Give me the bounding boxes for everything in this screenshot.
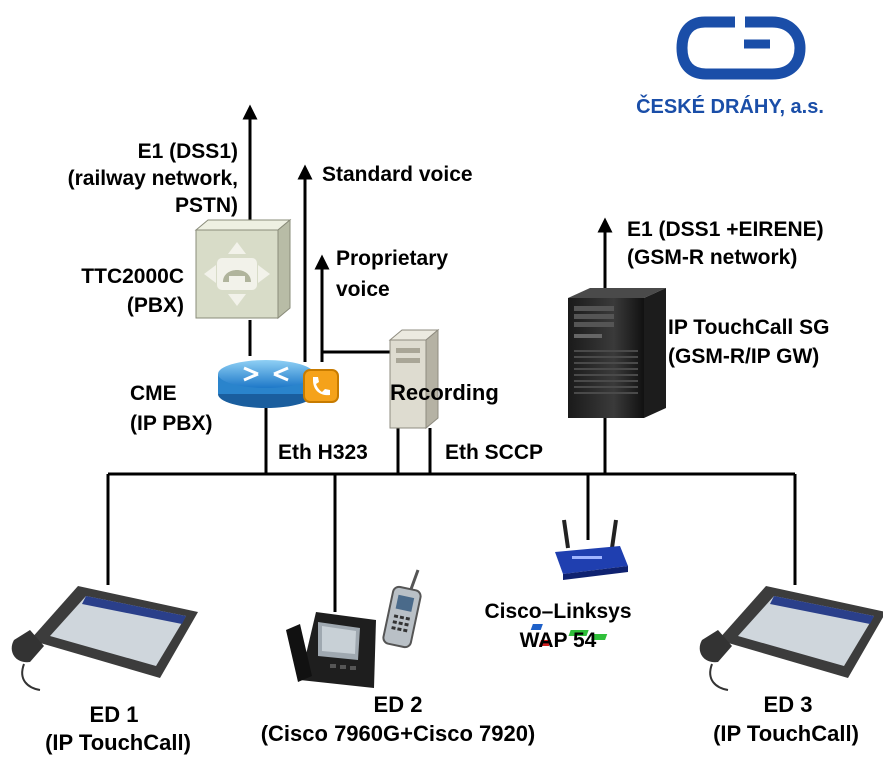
cd-mark-icon xyxy=(676,16,806,80)
wap-label-line2: WAP 54 xyxy=(520,629,597,652)
ed1-label-line1: ED 1 xyxy=(90,702,139,727)
pbx-label-line2: (PBX) xyxy=(127,294,184,317)
proprietary-voice-label-line2: voice xyxy=(336,278,390,301)
logo-company-text: ČESKÉ DRÁHY, a.s. xyxy=(636,94,824,118)
pbx-device-icon xyxy=(194,218,292,320)
eth-h323-label: Eth H323 xyxy=(278,441,368,464)
wireless-access-point-icon xyxy=(555,519,628,580)
eth-sccp-label: Eth SCCP xyxy=(445,441,543,464)
ed1-console-icon xyxy=(11,586,198,691)
proprietary-voice-label-line1: Proprietary xyxy=(336,247,448,270)
ed1-label-line2: (IP TouchCall) xyxy=(45,730,191,755)
gateway-label-line1: IP TouchCall SG xyxy=(668,316,829,339)
e1-gsmr-label-line1: E1 (DSS1 +EIRENE) xyxy=(627,218,824,241)
cd-logo: ČESKÉ DRÁHY, a.s. xyxy=(588,0,866,122)
wap-label-line1: Cisco–Linksys xyxy=(484,600,631,623)
ed2-wireless-phone-icon xyxy=(382,569,422,649)
ed3-console-icon xyxy=(530,586,883,691)
gateway-server-icon xyxy=(568,288,666,418)
e1-pbx-label-line2: (railway network, xyxy=(68,167,238,190)
cme-label-line2: (IP PBX) xyxy=(130,412,212,435)
pbx-label-line1: TTC2000C xyxy=(81,265,184,288)
ed2-label-line1: ED 2 xyxy=(374,692,423,717)
ed3-label-line1: ED 3 xyxy=(764,692,813,717)
ed3-label-line2: (IP TouchCall) xyxy=(713,721,859,746)
recording-label: Recording xyxy=(390,380,499,405)
ed2-cisco-phone-icon xyxy=(286,612,376,688)
phone-badge-icon xyxy=(303,369,339,403)
network-wires xyxy=(106,104,797,612)
e1-pbx-label-line1: E1 (DSS1) xyxy=(138,140,238,163)
gateway-label-line2: (GSM-R/IP GW) xyxy=(668,345,819,368)
standard-voice-label: Standard voice xyxy=(322,163,473,186)
ed2-label-line2: (Cisco 7960G+Cisco 7920) xyxy=(261,721,536,746)
cme-label-line1: CME xyxy=(130,382,177,405)
e1-gsmr-label-line2: (GSM-R network) xyxy=(627,246,797,269)
router-icon xyxy=(218,360,339,408)
recording-server-icon xyxy=(388,328,440,430)
e1-pbx-label-line3: PSTN) xyxy=(175,194,238,217)
labels: E1 (DSS1) (railway network, PSTN) Standa… xyxy=(45,140,859,755)
